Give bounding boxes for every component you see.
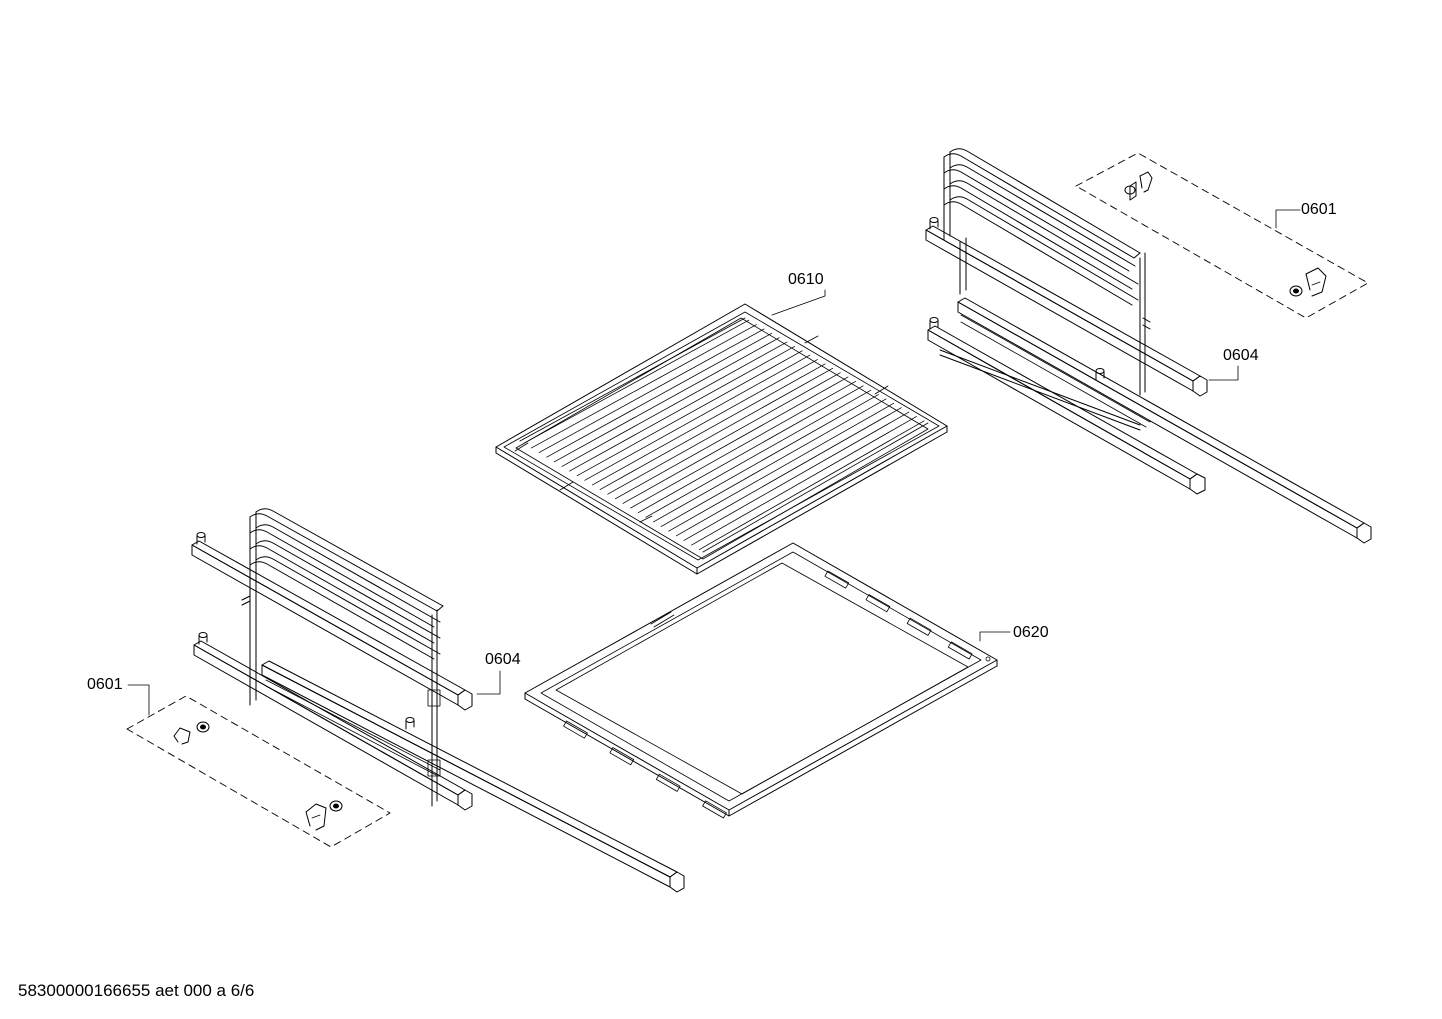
rack-wire-bar: [599, 363, 826, 490]
rack-wire-bar: [607, 367, 834, 495]
right-rail-callout: 0604: [1223, 347, 1259, 364]
right-clip-large: [1289, 267, 1327, 297]
right-clip-set-callout: 0601: [1301, 201, 1337, 218]
rack-wire-bar: [576, 350, 803, 477]
rack-wire-bar: [637, 385, 864, 514]
rack-wire-bar: [614, 372, 841, 500]
tray-rim-slot: [702, 800, 727, 819]
rack-wire-bar: [630, 381, 856, 509]
rack-wire-bar: [523, 319, 750, 444]
wire-shelf-rack: [495, 303, 948, 575]
rack-wire-bar: [538, 328, 765, 453]
rack-wire-bar: [553, 337, 780, 463]
rack-wire-bar: [584, 354, 811, 481]
rack-wire-bar: [622, 376, 849, 504]
left-clip-set-callout: 0601: [87, 676, 123, 693]
tray-rim-slot: [824, 570, 850, 589]
tray-rim-slot: [865, 594, 891, 613]
left-clip-large: [305, 800, 343, 831]
right-clip-small: [1124, 171, 1153, 201]
rack-wire-bar: [561, 341, 788, 467]
tray-rim-slot: [947, 641, 973, 660]
rack-wire-bar: [546, 332, 773, 458]
rack-wire-bar: [683, 411, 910, 541]
left-clip-set: [126, 695, 391, 848]
tray-rim-slot: [906, 617, 932, 636]
rack-wire-bar: [660, 398, 887, 527]
rack-wire-bar: [569, 346, 795, 472]
left-rail-callout: 0604: [485, 651, 521, 668]
tray-rim-slot: [563, 720, 588, 739]
shelf-rack-callout: 0610: [788, 271, 824, 288]
document-footer-id: 58300000166655 aet 000 a 6/6: [18, 981, 255, 1000]
rack-wire-bar: [668, 402, 895, 532]
rack-wire-bar: [698, 420, 925, 551]
rack-wire-bar: [592, 359, 818, 486]
rack-wire-bar: [531, 324, 757, 449]
right-clip-set: [1075, 152, 1369, 319]
tray-rim-slot: [655, 773, 681, 792]
rack-wire-bar: [653, 394, 879, 523]
baking-tray-callout: 0620: [1013, 624, 1049, 641]
rack-wire-bar: [675, 407, 902, 537]
callout-leaders: [127, 209, 1301, 716]
left-side-rail-assembly: [191, 508, 685, 893]
baking-tray: [524, 542, 998, 819]
rack-wire-bar: [645, 389, 872, 518]
tray-rim-slot: [609, 747, 635, 766]
right-side-rail-assembly: [925, 148, 1372, 544]
left-clip-small: [173, 721, 210, 745]
rack-wire-bar: [691, 416, 917, 546]
